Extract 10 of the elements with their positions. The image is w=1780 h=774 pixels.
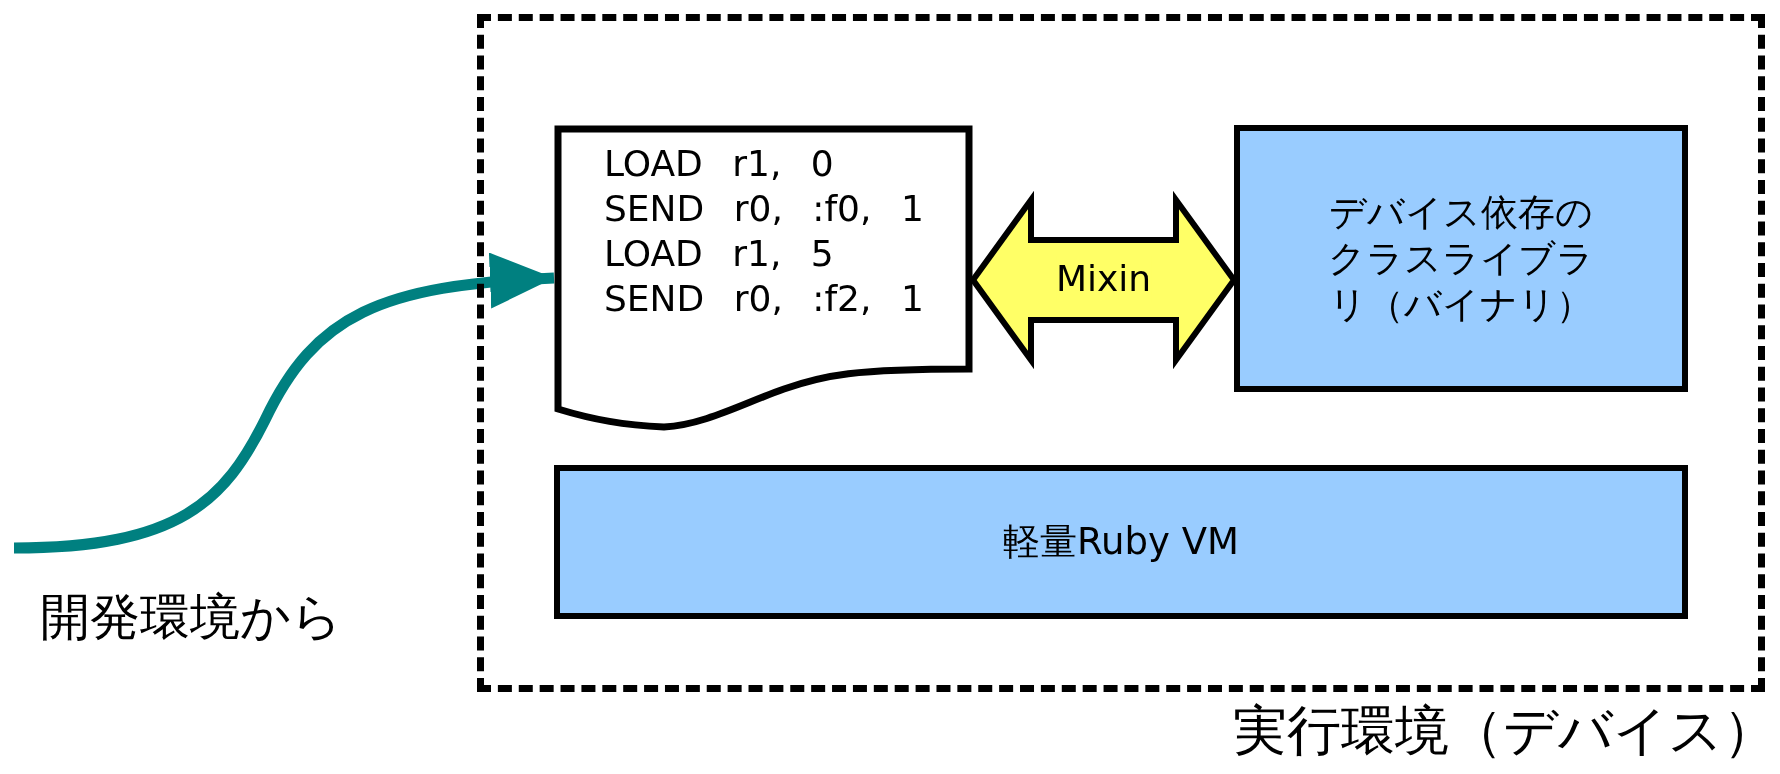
code-line: LOAD r1, 0 <box>604 142 835 186</box>
source-label: 開発環境から <box>40 585 400 655</box>
code-line: SEND r0, :f0, 1 <box>604 187 924 231</box>
code-line: SEND r0, :f2, 1 <box>604 277 924 321</box>
layer-box: デバイス依存のクラスライブラリ（バイナリ） <box>1234 125 1688 392</box>
code-line: LOAD r1, 5 <box>604 232 835 276</box>
layer-box: 軽量Ruby VM <box>554 465 1688 619</box>
arrow <box>13 253 555 554</box>
document-shape <box>554 125 973 431</box>
frame-title: 実行環境（デバイス） <box>1233 698 1777 764</box>
